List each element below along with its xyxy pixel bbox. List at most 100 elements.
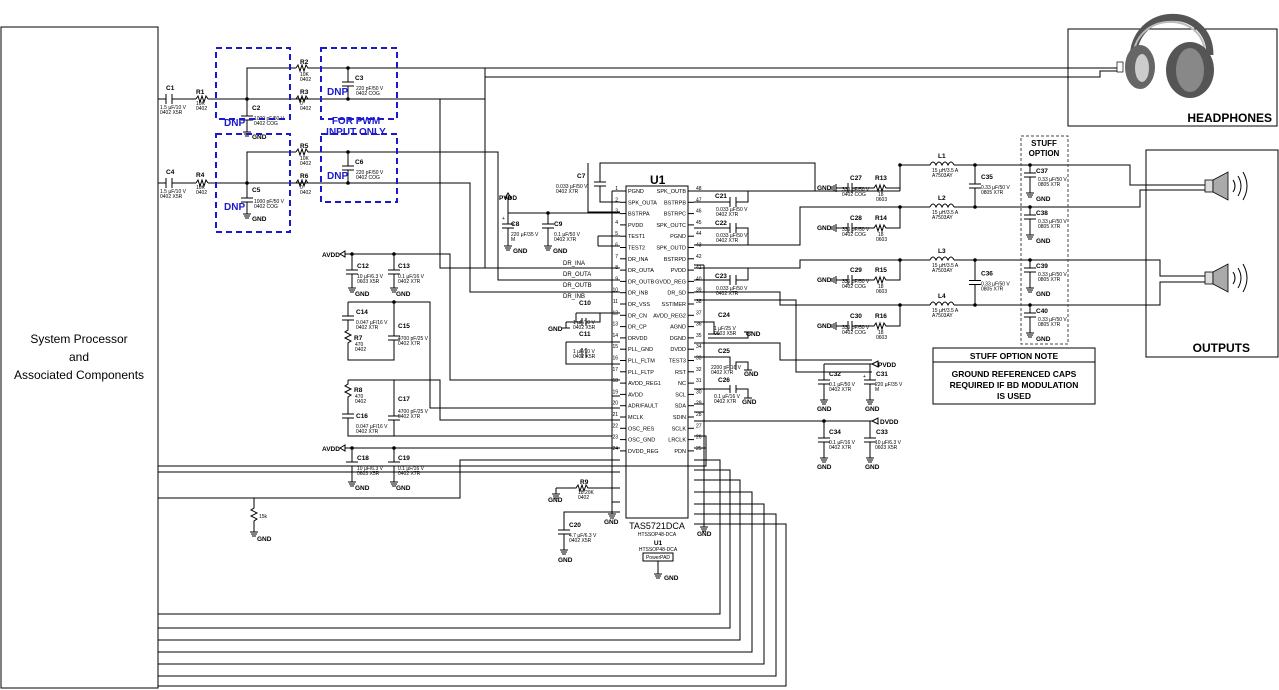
c5-ref: C5 — [252, 187, 261, 194]
snubber-cap-value: 330 pF/50 V — [842, 187, 870, 193]
ic-pin-number: 44 — [696, 231, 702, 237]
c18-value: 10 µF/6.3 V — [357, 466, 384, 472]
ic-pin-number: 42 — [696, 254, 702, 260]
pvdd-label: PVDD — [878, 362, 896, 369]
net-dr-outb: DR_OUTB — [563, 283, 592, 289]
avdd-group-bottom: AVDD C18 10 µF/6.3 V 0603 X5R GND C19 0.… — [322, 444, 620, 492]
snubber-cap-package: 0402 COG — [842, 232, 866, 238]
snubber-cap-package: 0402 COG — [842, 192, 866, 198]
inductor-ref: L1 — [938, 153, 946, 160]
r4-ref: R4 — [196, 172, 205, 179]
ic-pin-number: 23 — [612, 435, 618, 441]
stuff-option-region: STUFF OPTION — [1020, 135, 1069, 345]
ic-pin-name: SDA — [675, 404, 687, 410]
c12-package: 0603 X5R — [357, 279, 380, 285]
ic-pin-name: PVDD — [628, 223, 643, 229]
snubber-cap-value: 330 pF/50 V — [842, 227, 870, 233]
ic-pin-name: AVDD — [628, 392, 643, 398]
output-cap-package: 0805 X7R — [981, 190, 1004, 196]
stuff-option-line-1: STUFF — [1031, 139, 1057, 148]
r9-package: 0402 — [578, 495, 589, 501]
c22-value: 0.033 µF/50 V — [716, 233, 748, 239]
r7-package: 0402 — [355, 347, 366, 353]
c26-value: 0.1 µF/16 V — [714, 394, 741, 400]
c20: C20 4.7 µF/6.3 V 0402 X5R GND — [558, 511, 620, 564]
c3-value: 220 pF/50 V — [356, 86, 384, 92]
inductor-package: A7503AY — [932, 313, 953, 319]
gnd-label: GND — [817, 406, 832, 413]
stuff-cap-package: 0805 X7R — [1038, 277, 1061, 283]
snubber-res-value: 18 — [878, 284, 884, 290]
snubber-cap-ref: C29 — [850, 267, 862, 274]
c33-package: 0603 X5R — [875, 445, 898, 451]
ic-pin-name: DR_CN — [628, 313, 647, 319]
ic-pin-name: DRVDD — [628, 336, 647, 342]
c31-value: 220 µF/35 V — [875, 382, 903, 388]
osc-res-network: GND R9 18.20K 0402 — [548, 479, 620, 504]
ic-pin-number: 17 — [612, 367, 618, 373]
inductor-value: 15 µH/3.5 A — [932, 168, 959, 174]
gnd-label: GND — [1036, 196, 1051, 203]
pwm-note-2: INPUT ONLY — [326, 127, 386, 138]
ic-pin-name: PLL_GND — [628, 347, 653, 353]
gnd-label: GND — [252, 134, 267, 141]
r4-package: 0402 — [196, 190, 207, 196]
gnd-label: GND — [817, 277, 832, 284]
inductor-ref: L3 — [938, 248, 946, 255]
ic-pin-number: 22 — [612, 423, 618, 429]
ic-pin-name: DR_OUTA — [628, 268, 654, 274]
gnd-label: GND — [742, 399, 757, 406]
c6-ref: C6 — [355, 159, 364, 166]
ic-pin-number: 13 — [612, 322, 618, 328]
headphones-icon — [1116, 13, 1214, 98]
c9-value: 0.1 µF/50 V — [554, 232, 581, 238]
c7-ref: C7 — [577, 173, 586, 180]
c16-package: 0402 X7R — [356, 429, 379, 435]
dr-net-labels: DR_INA DR_OUTA DR_OUTB DR_INB — [563, 261, 592, 300]
r1-ref: R1 — [196, 89, 205, 96]
dnp-label: DNP — [327, 171, 348, 182]
dvdd-decoupling-right: DVDD C34 0.1 µF/16 V 0402 X7R GND C33 10… — [694, 417, 902, 471]
ic-pin-number: 26 — [696, 435, 702, 441]
c4-ref: C4 — [166, 169, 175, 176]
c15-ref: C15 — [398, 323, 410, 330]
ic-pin-name: DR_OUTB — [628, 279, 655, 285]
r5-package: 0402 — [300, 161, 311, 167]
gnd-label: GND — [548, 497, 563, 504]
ic-package: HTSSOP48-DCA — [638, 532, 677, 538]
ic-pin-number: 37 — [696, 310, 702, 316]
inductor-package: A7503AY — [932, 173, 953, 179]
c24-value: 1 µF/25 V — [714, 326, 736, 332]
ic-pin-name: TEST1 — [628, 234, 645, 240]
c20-value: 4.7 µF/6.3 V — [569, 533, 597, 539]
c20-package: 0402 X5R — [569, 538, 592, 544]
r6-value: 0 — [300, 185, 303, 191]
c1-value: 1.5 µF/10 V — [160, 105, 187, 111]
ic-pin-number: 25 — [696, 446, 702, 452]
ic-pin-name: DR_INB — [628, 291, 649, 297]
c31-package: M — [875, 387, 879, 393]
pll-filter-bottom: R8 470 0402 C16 0.047 µF/16 V 0402 X7R C… — [342, 379, 620, 437]
c15-value: 4700 pF/25 V — [398, 336, 429, 342]
ic-pin-name: SPK_OUTB — [657, 189, 687, 195]
r9-ref: R9 — [580, 479, 589, 486]
net-dr-inb: DR_INB — [563, 294, 585, 300]
c1-ref: C1 — [166, 85, 175, 92]
ic-pin-name: ADR/FAULT — [628, 404, 658, 410]
c22-ref: C22 — [715, 220, 727, 227]
ic-pin-number: 36 — [696, 322, 702, 328]
c6-value: 220 pF/50 V — [356, 170, 384, 176]
pwm-note-1: FOR PWM — [332, 116, 380, 127]
pvdd-decoupling-right: PVDD C32 0.1 µF/50 V 0402 X7R GND + C31 … — [817, 360, 903, 413]
ic-pin-number: 27 — [696, 423, 702, 429]
u1-sub-package: HTSSOP48-DCA — [639, 547, 678, 553]
gnd-label: GND — [664, 575, 679, 582]
c17-value: 4700 pF/25 V — [398, 409, 429, 415]
inductor-package: A7503AY — [932, 215, 953, 221]
stuff-cap-value: 0.33 µF/50 V — [1038, 219, 1067, 225]
ic-pin-name: LRCLK — [668, 438, 686, 444]
ic-pin-name: BSTRPD — [664, 257, 686, 263]
ic-pin-number: 38 — [696, 299, 702, 305]
dnp-label: DNP — [224, 118, 245, 129]
